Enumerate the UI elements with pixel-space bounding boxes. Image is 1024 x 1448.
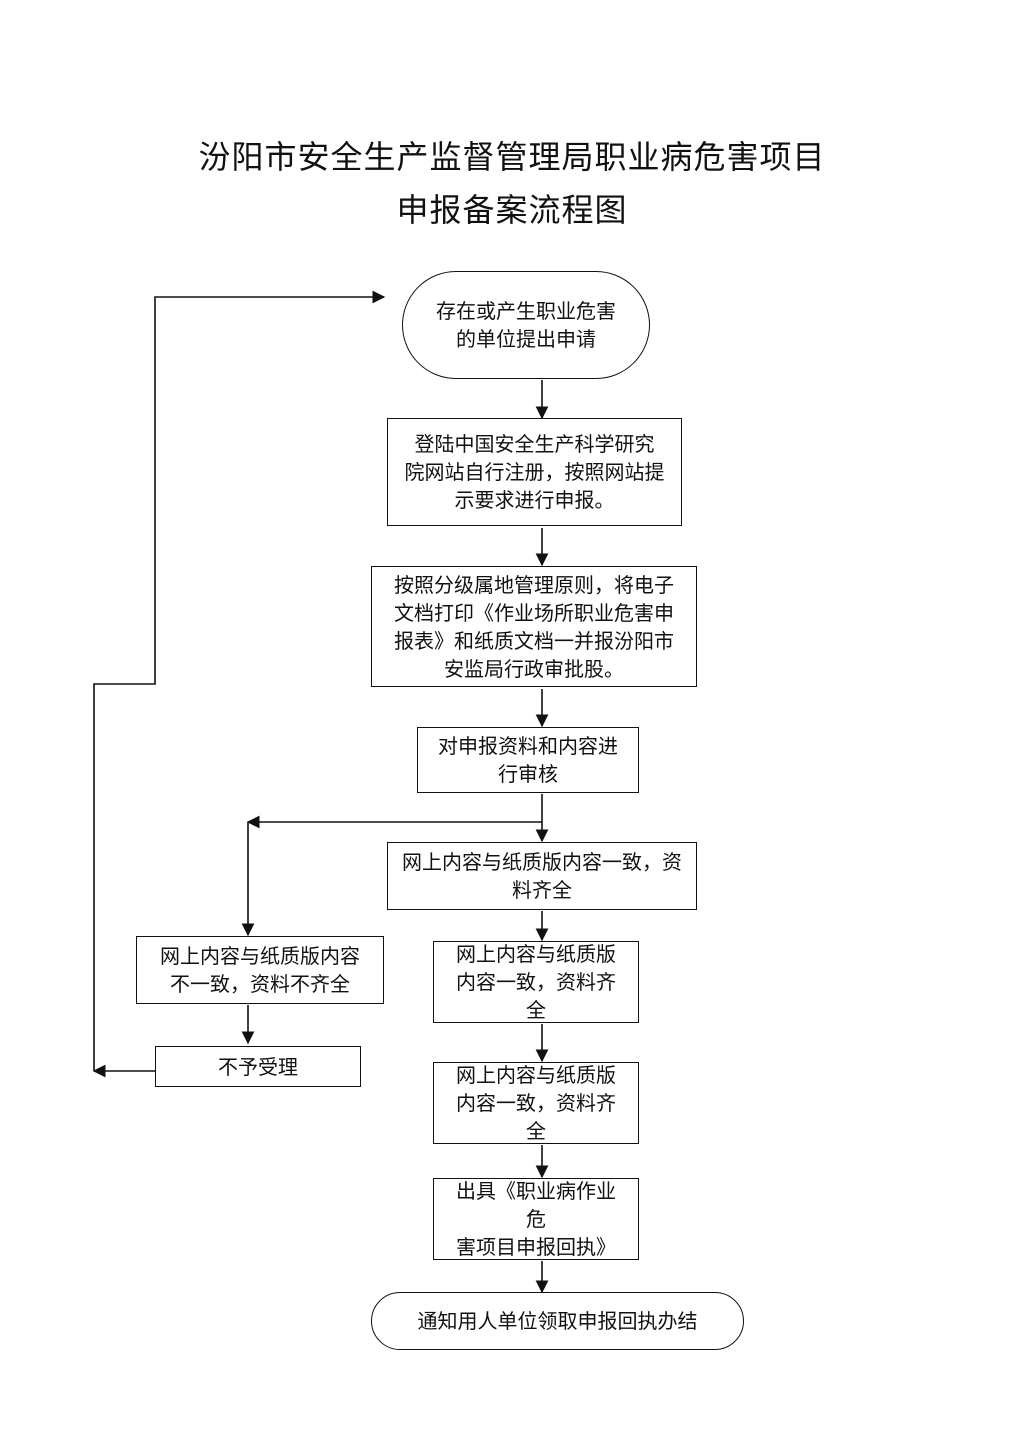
review-node: 对申报资料和内容进 行审核 <box>417 727 639 793</box>
consistent-node-2: 网上内容与纸质版 内容一致，资料齐全 <box>433 941 639 1023</box>
start-node: 存在或产生职业危害 的单位提出申请 <box>402 271 650 379</box>
inconsistent-node: 网上内容与纸质版内容 不一致，资料不齐全 <box>136 936 384 1004</box>
reject-node: 不予受理 <box>155 1046 361 1087</box>
consistent-node-1: 网上内容与纸质版内容一致，资 料齐全 <box>387 842 697 910</box>
end-node: 通知用人单位领取申报回执办结 <box>371 1292 744 1350</box>
diagram-title-line-1: 汾阳市安全生产监督管理局职业病危害项目 <box>198 138 826 176</box>
register-node: 登陆中国安全生产科学研究 院网站自行注册，按照网站提 示要求进行申报。 <box>387 418 682 526</box>
diagram-title-line-2: 申报备案流程图 <box>396 191 628 229</box>
print-submit-node: 按照分级属地管理原则，将电子 文档打印《作业场所职业危害申 报表》和纸质文档一并… <box>371 566 697 687</box>
issue-receipt-node: 出具《职业病作业危 害项目申报回执》 <box>433 1178 639 1260</box>
consistent-node-3: 网上内容与纸质版 内容一致，资料齐全 <box>433 1062 639 1144</box>
